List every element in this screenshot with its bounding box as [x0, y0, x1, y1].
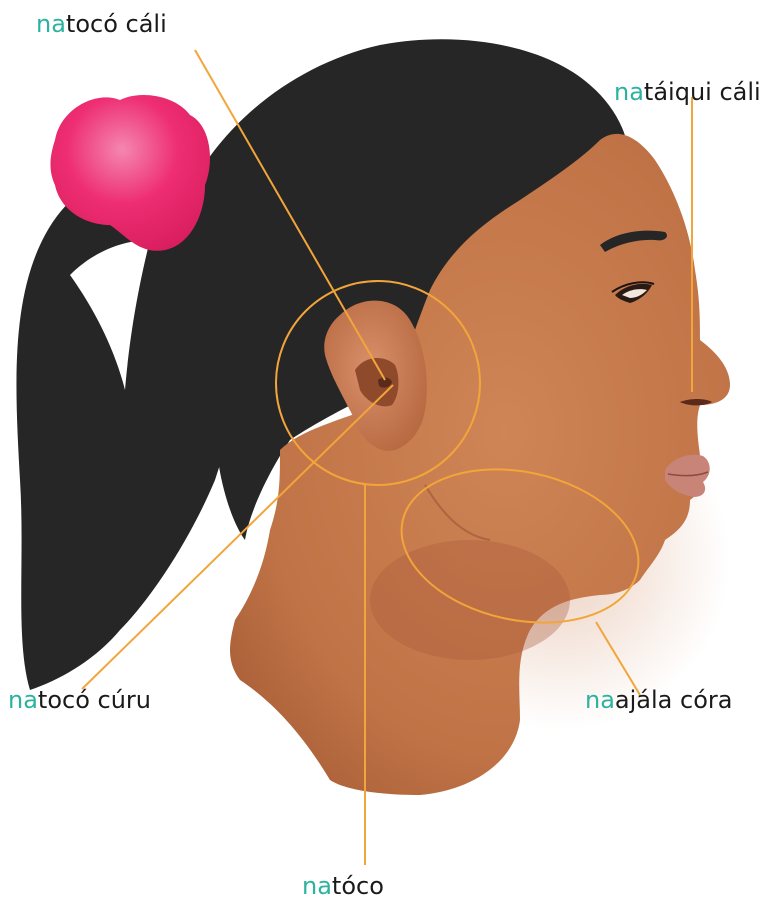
label-prefix: na	[614, 78, 644, 106]
label-top-right: natáiqui cáli	[614, 78, 761, 106]
label-top-left: natocó cáli	[36, 10, 167, 38]
label-text: tocó cáli	[66, 10, 167, 38]
label-text: tóco	[332, 872, 384, 900]
label-prefix: na	[8, 686, 38, 714]
label-mid-right: naajála córa	[585, 686, 732, 714]
label-bottom: natóco	[302, 872, 384, 900]
label-prefix: na	[585, 686, 615, 714]
label-text: tocó cúru	[38, 686, 151, 714]
label-text: ajála córa	[615, 686, 733, 714]
jaw-ellipse	[387, 449, 653, 644]
label-prefix: na	[302, 872, 332, 900]
label-prefix: na	[36, 10, 66, 38]
leader-mid-left	[82, 385, 393, 689]
ear-circle	[276, 281, 480, 485]
leader-mid-right	[596, 622, 640, 695]
label-text: táiqui cáli	[644, 78, 761, 106]
label-mid-left: natocó cúru	[8, 686, 151, 714]
